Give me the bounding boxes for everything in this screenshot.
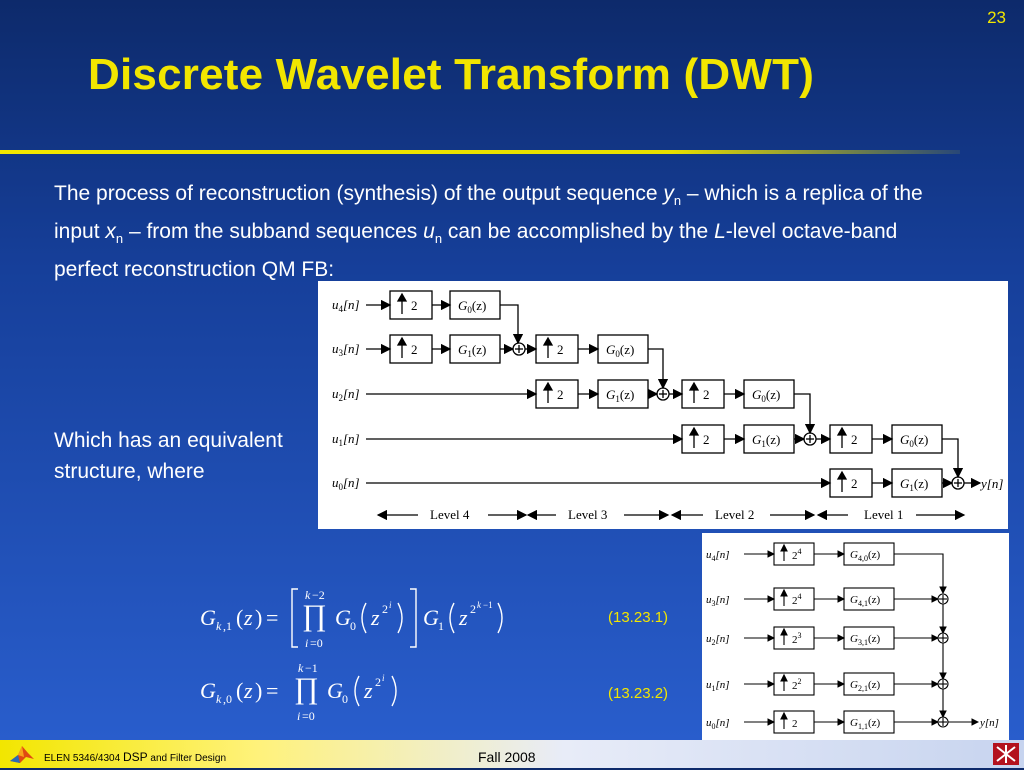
svg-text:z: z [363,678,373,703]
svg-text:24: 24 [792,547,802,562]
footer-term: Fall 2008 [478,749,536,765]
svg-text:2: 2 [851,432,858,447]
svg-text:i: i [389,600,392,610]
svg-text:u4[n]: u4[n] [706,549,730,563]
svg-text:i: i [305,636,308,650]
svg-text:z: z [458,605,468,630]
svg-text:2: 2 [703,432,710,447]
svg-text:2: 2 [470,602,476,616]
svg-text:u3[n]: u3[n] [332,341,360,358]
svg-text:,1: ,1 [223,619,232,633]
svg-text:y[n]: y[n] [979,717,999,729]
university-logo-icon [993,743,1019,770]
svg-text:u0[n]: u0[n] [706,717,730,731]
svg-text:2: 2 [792,718,798,730]
slide-number: 23 [987,8,1006,27]
svg-text:G0(z): G0(z) [458,298,486,315]
svg-text:G0(z): G0(z) [606,342,634,359]
svg-text:u1[n]: u1[n] [332,431,360,448]
svg-text:k: k [298,661,304,675]
svg-text:G0(z): G0(z) [900,432,928,449]
equivalent-structure-diagram: u4[n] u3[n] u2[n] u1[n] u0[n] 24 24 23 2… [702,533,1009,743]
svg-text:23: 23 [792,631,802,646]
svg-text:∏: ∏ [294,672,319,705]
svg-text:G4,1(z): G4,1(z) [850,594,880,608]
svg-text:): ) [255,678,262,703]
svg-text:Level 2: Level 2 [715,507,754,522]
matlab-logo-icon [8,743,36,770]
svg-text:u4[n]: u4[n] [332,297,360,314]
svg-text:G: G [200,678,216,703]
equation-number-1: (13.23.1) [608,609,669,626]
svg-text:∏: ∏ [302,599,327,632]
svg-text:G2,1(z): G2,1(z) [850,679,880,693]
svg-text:G3,1(z): G3,1(z) [850,633,880,647]
svg-text:24: 24 [792,592,802,607]
svg-text:u2[n]: u2[n] [332,386,360,403]
intro-paragraph: The process of reconstruction (synthesis… [54,182,923,282]
svg-text:u0[n]: u0[n] [332,475,360,492]
svg-text:u3[n]: u3[n] [706,594,730,608]
svg-text:=0: =0 [302,709,315,723]
svg-text:z: z [370,605,380,630]
svg-text:): ) [255,605,262,630]
equation-13-23-1: G k ,1 ( z ) = k −2 ∏ i =0 G 0 z 2 i G 1… [198,585,528,653]
svg-text:i: i [297,709,300,723]
svg-text:,0: ,0 [223,692,232,706]
synthesis-filter-bank-diagram: u4[n] u3[n] u2[n] u1[n] u0[n] 2 2 2 2 2 … [318,281,1008,529]
svg-text:u1[n]: u1[n] [706,679,730,693]
svg-text:Level 1: Level 1 [864,507,903,522]
svg-text:k: k [216,692,222,706]
svg-text:z: z [243,605,253,630]
svg-text:G: G [200,605,216,630]
svg-text:2: 2 [411,342,418,357]
svg-text:i: i [382,673,385,683]
svg-text:(: ( [236,678,243,703]
equation-13-23-2: G k ,0 ( z ) = k −1 ∏ i =0 G 0 z 2 i [198,660,428,726]
footer-bar [0,740,1024,768]
svg-text:2: 2 [382,602,388,616]
svg-text:G1(z): G1(z) [900,476,928,493]
svg-text:2: 2 [375,675,381,689]
svg-text:2: 2 [703,387,710,402]
svg-text:y[n]: y[n] [979,476,1003,491]
svg-text:G: G [423,605,439,630]
svg-text:G0(z): G0(z) [752,387,780,404]
svg-text:2: 2 [851,476,858,491]
svg-text:−1: −1 [483,600,493,610]
svg-text:z: z [243,678,253,703]
svg-text:G: G [335,605,351,630]
svg-text:=0: =0 [310,636,323,650]
svg-text:G1(z): G1(z) [458,342,486,359]
svg-text:k: k [305,588,311,602]
svg-text:G1(z): G1(z) [752,432,780,449]
svg-text:2: 2 [411,298,418,313]
svg-text:22: 22 [792,677,802,692]
svg-text:−2: −2 [312,588,325,602]
svg-text:G: G [327,678,343,703]
svg-text:u2[n]: u2[n] [706,633,730,647]
footer-course: ELEN 5346/4304 DSP and Filter Design [44,750,227,764]
svg-text:k: k [477,600,482,610]
svg-text:=: = [266,605,278,630]
svg-text:=: = [266,678,278,703]
svg-text:G4,0(z): G4,0(z) [850,549,880,563]
svg-text:Level 3: Level 3 [568,507,607,522]
svg-text:1: 1 [438,619,444,633]
svg-text:Level 4: Level 4 [430,507,470,522]
svg-text:(: ( [236,605,243,630]
svg-text:G1(z): G1(z) [606,387,634,404]
title-divider [0,150,960,154]
svg-text:k: k [216,619,222,633]
svg-text:0: 0 [350,619,356,633]
svg-text:2: 2 [557,387,564,402]
slide-title: Discrete Wavelet Transform (DWT) [88,50,815,99]
svg-text:G1,1(z): G1,1(z) [850,717,880,731]
svg-text:−1: −1 [305,661,318,675]
svg-text:2: 2 [557,342,564,357]
svg-text:0: 0 [342,692,348,706]
side-note: Which has an equivalent structure, where [54,429,283,483]
equation-number-2: (13.23.2) [608,685,669,702]
